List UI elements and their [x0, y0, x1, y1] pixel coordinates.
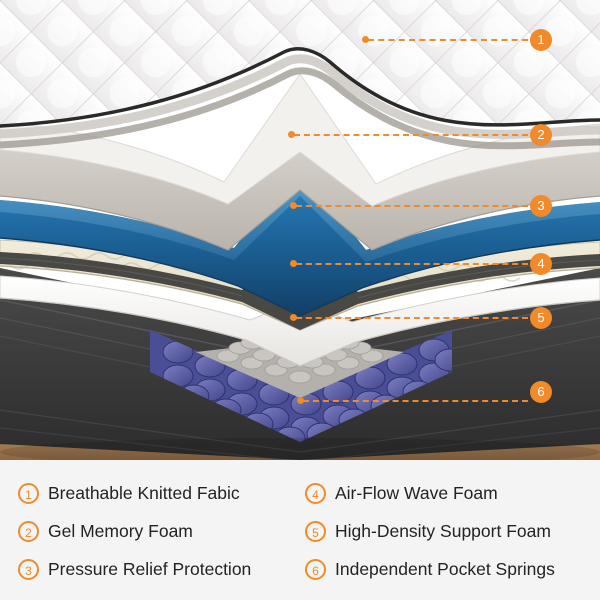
callout-6-anchor-dot [297, 397, 304, 404]
callout-4-leader-line [296, 263, 528, 265]
comfort-foam-layer [0, 73, 600, 207]
legend-number-5: 5 [305, 520, 326, 542]
legend-item-5: 5 High-Density Support Foam [305, 512, 582, 550]
legend-item-3: 3 Pressure Relief Protection [18, 550, 295, 588]
callout-3-leader-line [296, 205, 528, 207]
legend-label-3: Pressure Relief Protection [48, 558, 252, 579]
legend-label-4: Air-Flow Wave Foam [335, 482, 498, 503]
legend-panel: 1 Breathable Knitted Fabic 4 Air-Flow Wa… [0, 460, 600, 600]
mattress-cutaway-illustration [0, 0, 600, 460]
legend-number-6: 6 [305, 558, 326, 580]
legend-label-5: High-Density Support Foam [335, 520, 551, 541]
legend-item-6: 6 Independent Pocket Springs [305, 550, 582, 588]
callout-1-marker: 1 [530, 29, 552, 51]
callout-4-marker: 4 [530, 253, 552, 275]
callout-3-marker: 3 [530, 195, 552, 217]
legend-label-6: Independent Pocket Springs [335, 558, 555, 579]
legend-number-4: 4 [305, 482, 326, 504]
callout-5-leader-line [296, 317, 528, 319]
callout-2-marker: 2 [530, 124, 552, 146]
legend-label-1: Breathable Knitted Fabic [48, 482, 240, 503]
callout-6-marker: 6 [530, 381, 552, 403]
legend-label-2: Gel Memory Foam [48, 520, 193, 541]
callout-2-leader-line [294, 134, 528, 136]
legend-grid: 1 Breathable Knitted Fabic 4 Air-Flow Wa… [18, 474, 582, 588]
callout-6-leader-line [303, 400, 528, 402]
callout-5-anchor-dot [290, 314, 297, 321]
legend-number-2: 2 [18, 520, 39, 542]
legend-item-4: 4 Air-Flow Wave Foam [305, 474, 582, 512]
callout-1-anchor-dot [362, 36, 369, 43]
callout-4-anchor-dot [290, 260, 297, 267]
callout-1-leader-line [368, 39, 528, 41]
legend-number-1: 1 [18, 482, 39, 504]
callout-5-marker: 5 [530, 307, 552, 329]
callout-3-anchor-dot [290, 202, 297, 209]
legend-item-2: 2 Gel Memory Foam [18, 512, 295, 550]
legend-number-3: 3 [18, 558, 39, 580]
legend-item-1: 1 Breathable Knitted Fabic [18, 474, 295, 512]
callout-2-anchor-dot [288, 131, 295, 138]
